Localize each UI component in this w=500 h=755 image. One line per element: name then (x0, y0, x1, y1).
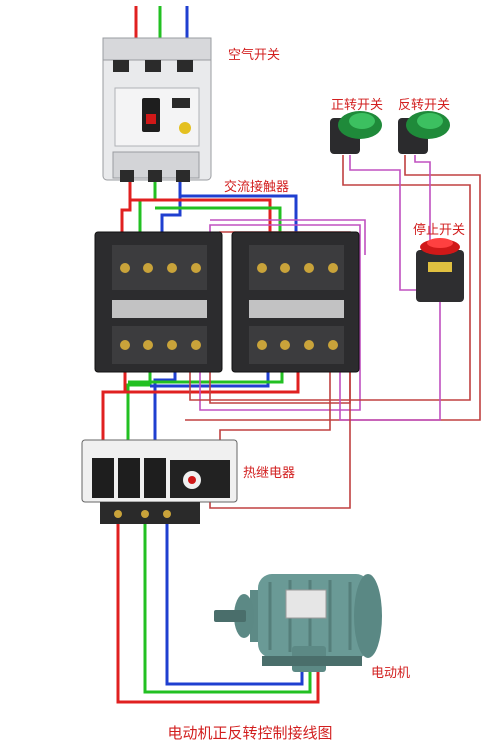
motor-label: 电动机 (371, 666, 411, 681)
diagram-caption: 电动机正反转控制接线图 (167, 724, 333, 742)
ctrl-wire-1 (199, 224, 361, 411)
breaker-to-km1-red (120, 178, 132, 245)
forward-switch-label: 正转开关 (331, 98, 384, 113)
forward-button (330, 111, 382, 154)
km2-out-green (128, 372, 284, 384)
contactor-label: 交流接触器 (224, 180, 290, 195)
km2-out-blue (125, 372, 300, 394)
contactor-2 (231, 231, 360, 373)
control-wires (185, 155, 481, 509)
km-to-thermal-blue (153, 372, 177, 450)
ctrl-wire-5 (349, 155, 420, 291)
breaker-to-km2-red (130, 198, 272, 245)
stop-button (416, 238, 464, 302)
ctrl-wire-3 (189, 155, 471, 401)
thermal-to-motor-red (116, 520, 320, 704)
ctrl-wire-9 (209, 372, 351, 509)
thermal-relay-label: 热继电器 (243, 466, 296, 481)
km-to-thermal-red (101, 372, 127, 450)
air-switch (102, 37, 212, 182)
ctrl-wire-6 (414, 155, 431, 255)
ctrl-wire-10 (210, 219, 366, 255)
km-to-thermal-green (126, 372, 152, 450)
thermal-to-motor-blue (165, 520, 304, 686)
thermal-relay (81, 439, 238, 524)
thermal-to-motor-green (143, 520, 312, 694)
air-switch-label: 空气开关 (228, 48, 281, 63)
stop-switch-label: 停止开关 (413, 223, 466, 238)
ctrl-wire-7 (339, 300, 441, 421)
reverse-button (398, 111, 450, 154)
breaker-to-km2-blue (180, 194, 298, 245)
motor (214, 574, 382, 672)
contactor-1 (94, 231, 223, 373)
reverse-switch-label: 反转开关 (398, 98, 451, 113)
